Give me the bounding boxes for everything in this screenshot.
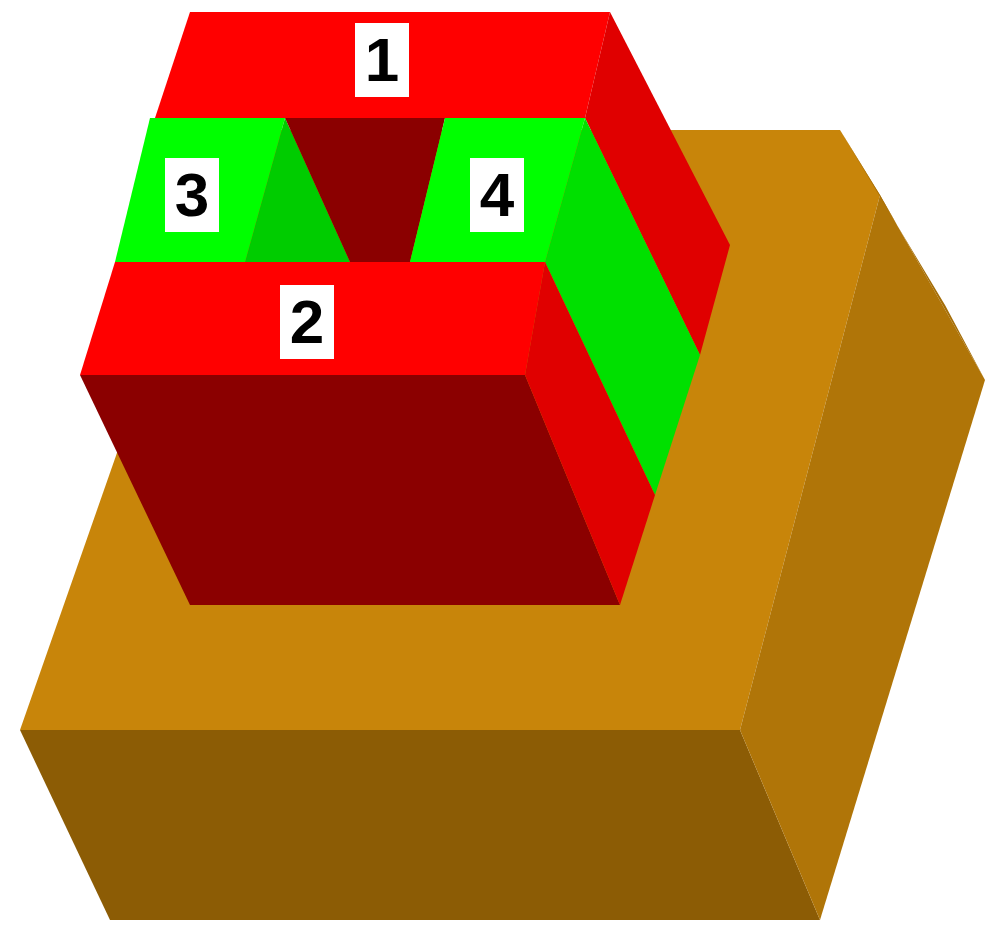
base-side (740, 195, 985, 920)
block-top (155, 12, 610, 118)
callout-number: 2 (280, 285, 334, 359)
block-side (525, 262, 655, 605)
base-front (20, 730, 820, 920)
callout-number: 3 (165, 158, 219, 232)
callout-number: 4 (470, 158, 524, 232)
block-top (80, 262, 545, 375)
base-chamfer (840, 130, 985, 380)
block-front (80, 375, 620, 605)
callout-number: 1 (355, 23, 409, 97)
